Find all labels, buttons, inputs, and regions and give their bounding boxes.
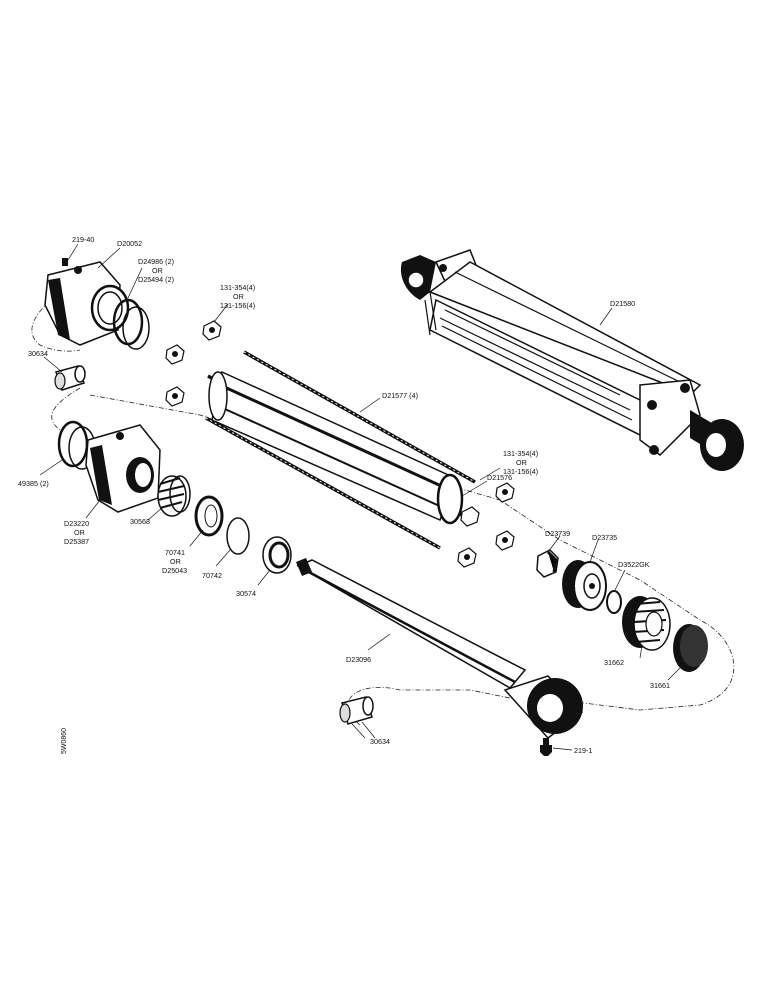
part-labels: 219-40 D20052 D24986 (2) OR D25494 (2) 1…	[18, 235, 670, 755]
label-d21577: D21577 (4)	[382, 391, 418, 400]
grease-fitting	[540, 738, 552, 756]
label-d25494: D25494 (2)	[138, 275, 174, 284]
packing-31662	[622, 596, 671, 651]
label-or-5: OR	[170, 557, 181, 566]
label-31662: 31662	[604, 658, 624, 667]
label-d20052: D20052	[117, 239, 142, 248]
barrel-tube	[208, 370, 464, 525]
gland-30568	[157, 475, 191, 517]
label-131-354-a: 131-354(4)	[220, 283, 255, 292]
label-30574: 30574	[236, 589, 256, 598]
label-d23739: D23739	[545, 529, 570, 538]
label-d23096: D23096	[346, 655, 371, 664]
washer-70741	[194, 495, 224, 537]
label-or-2: OR	[233, 292, 244, 301]
label-or-3: OR	[516, 458, 527, 467]
cap-seal-rings	[112, 298, 150, 350]
label-d23220: D23220	[64, 519, 89, 528]
label-30568: 30568	[130, 517, 150, 526]
front-cap	[85, 424, 161, 513]
label-d21580: D21580	[610, 299, 635, 308]
assembled-cylinder	[400, 249, 744, 471]
label-d25043: D25043	[162, 566, 187, 575]
side-reference-code: 5W0860	[61, 728, 68, 754]
label-131-156-b: 131-156(4)	[503, 467, 538, 476]
label-31661: 31661	[650, 681, 670, 690]
nut-d23739	[536, 549, 559, 578]
label-d25387: D25387	[64, 537, 89, 546]
label-131-354-b: 131-354(4)	[503, 449, 538, 458]
label-d23735: D23735	[592, 533, 617, 542]
bushing-upper	[54, 365, 86, 391]
ring-31661	[673, 624, 708, 672]
label-49385: 49385 (2)	[18, 479, 49, 488]
label-70742: 70742	[202, 571, 222, 580]
label-d24986: D24986 (2)	[138, 257, 174, 266]
leader-lines	[39, 243, 681, 751]
label-219-1: 219-1	[574, 746, 592, 755]
piston-d23735	[562, 560, 607, 611]
label-30634-a: 30634	[28, 349, 48, 358]
snap-ring-70742	[226, 517, 250, 555]
label-d3522gk: D3522GK	[618, 560, 650, 569]
label-30634-b: 30634	[370, 737, 390, 746]
rear-cap	[44, 258, 130, 346]
label-or-1: OR	[152, 266, 163, 275]
piston-rod	[296, 558, 584, 740]
wiper-30574	[262, 536, 292, 574]
label-131-156-a: 131-156(4)	[220, 301, 255, 310]
label-70741: 70741	[165, 548, 185, 557]
nuts-group	[165, 320, 515, 568]
seal-d3522gk	[606, 590, 622, 614]
label-or-4: OR	[74, 528, 85, 537]
label-219-40: 219-40	[72, 235, 94, 244]
bushing-lower	[339, 696, 374, 725]
label-d21576: D21576	[487, 473, 512, 482]
